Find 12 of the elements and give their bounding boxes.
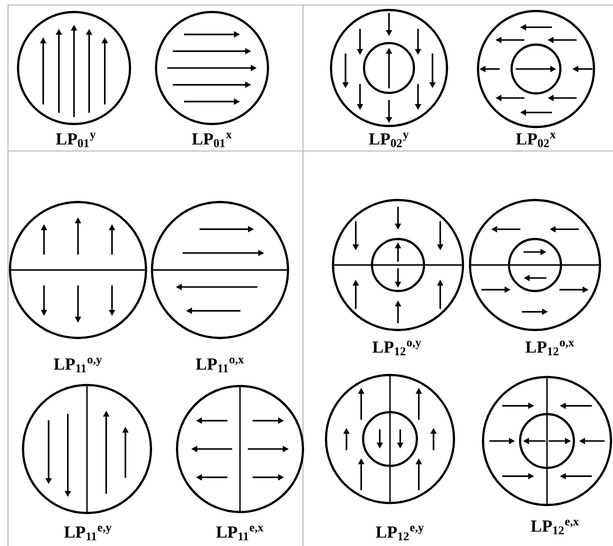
mode-label: LP$_{01}$y bbox=[56, 132, 96, 148]
mode-label: LP$_{12}$e,x bbox=[530, 520, 579, 534]
mode-label: LP$_{12}$o,y bbox=[372, 340, 422, 356]
mode-label: LP$_{02}$y bbox=[369, 132, 409, 148]
mode-label: LP$_{11}$e,y bbox=[64, 526, 112, 540]
mode-label: LP$_{02}$x bbox=[516, 132, 556, 148]
mode-label: LP$_{11}$e,x bbox=[216, 526, 264, 540]
mode-label: LP$_{12}$o,x bbox=[526, 340, 574, 356]
mode-label: LP$_{12}$e,y bbox=[376, 526, 424, 540]
mode-label: LP$_{11}$o,x bbox=[196, 358, 244, 372]
mode-label: LP$_{11}$o,y bbox=[54, 358, 102, 372]
mode-label: LP$_{01}$x bbox=[192, 132, 232, 148]
